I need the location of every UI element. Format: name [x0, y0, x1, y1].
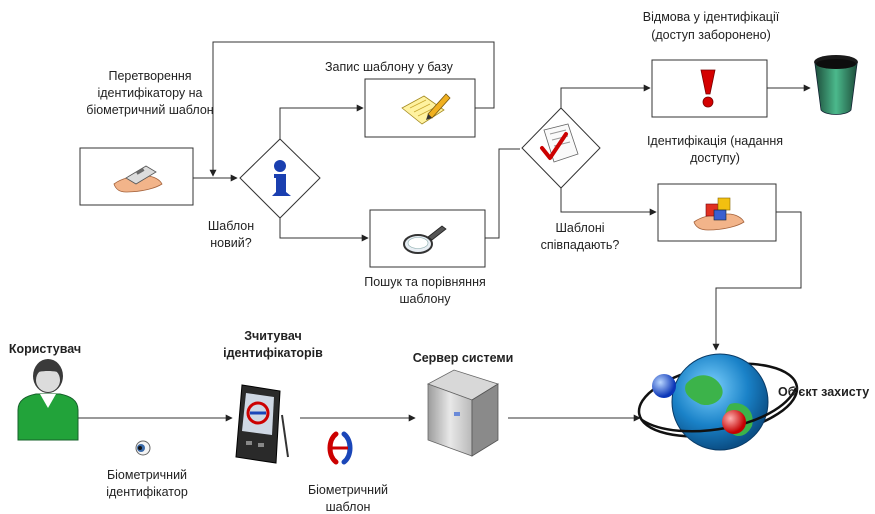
exclamation-icon: [700, 69, 716, 108]
flow-connectors: [77, 41, 811, 422]
checklist-icon: [540, 123, 579, 163]
svg-text:шаблону: шаблону: [399, 292, 451, 306]
reader-label: Зчитувач ідентифікаторів: [223, 329, 323, 360]
server-icon: [427, 369, 499, 457]
svg-text:Шаблоні: Шаблоні: [555, 221, 604, 235]
search-label: Пошук та порівняння шаблону: [364, 275, 486, 306]
hand-cubes-icon: [693, 197, 745, 231]
pencil-note-icon: [401, 93, 451, 125]
deny-label: Відмова у ідентифікації (доступ забороне…: [643, 10, 780, 42]
svg-text:Шаблон: Шаблон: [208, 219, 254, 233]
svg-text:новий?: новий?: [210, 236, 251, 250]
svg-text:ідентифікатору на: ідентифікатору на: [97, 86, 202, 100]
svg-text:Перетворення: Перетворення: [108, 69, 191, 83]
hand-card-icon: [113, 165, 163, 193]
svg-text:(доступ заборонено): (доступ заборонено): [651, 28, 771, 42]
new-template-label: Шаблон новий?: [208, 219, 254, 250]
svg-text:співпадають?: співпадають?: [541, 238, 620, 252]
svg-text:Зчитувач: Зчитувач: [244, 329, 302, 343]
grant-label: Ідентифікація (надання доступу): [647, 134, 783, 165]
server-label: Сервер системи: [413, 351, 514, 365]
bio-id-label: Біометричний ідентифікатор: [106, 468, 188, 499]
info-icon: [272, 160, 291, 196]
svg-text:біометричний шаблон: біометричний шаблон: [86, 103, 213, 117]
svg-text:ідентифікатор: ідентифікатор: [106, 485, 188, 499]
svg-text:Біометричний: Біометричний: [308, 483, 388, 497]
globe-icon: [637, 353, 799, 451]
svg-text:Пошук та порівняння: Пошук та порівняння: [364, 275, 486, 289]
bio-template-label: Біометричний шаблон: [308, 483, 388, 514]
svg-text:Біометричний: Біометричний: [107, 468, 187, 482]
svg-text:шаблон: шаблон: [326, 500, 371, 514]
svg-text:доступу): доступу): [690, 151, 740, 165]
user-icon: [17, 359, 79, 441]
eye-icon: [135, 440, 151, 456]
trash-bin-icon: [814, 55, 858, 115]
search-box: [369, 209, 486, 268]
convert-label: Перетворення ідентифікатору на біометрич…: [86, 69, 213, 117]
svg-text:ідентифікаторів: ідентифікаторів: [223, 346, 323, 360]
match-label: Шаблоні співпадають?: [541, 221, 620, 252]
pda-reader-icon: [235, 384, 289, 464]
template-icon: [327, 431, 353, 465]
object-label: Об'єкт захисту: [778, 385, 869, 399]
magnifier-icon: [403, 225, 447, 254]
write-label: Запис шаблону у базу: [325, 60, 454, 74]
svg-text:Ідентифікація (надання: Ідентифікація (надання: [647, 134, 783, 148]
user-label: Користувач: [9, 342, 81, 356]
svg-text:Відмова у ідентифікації: Відмова у ідентифікації: [643, 10, 780, 24]
